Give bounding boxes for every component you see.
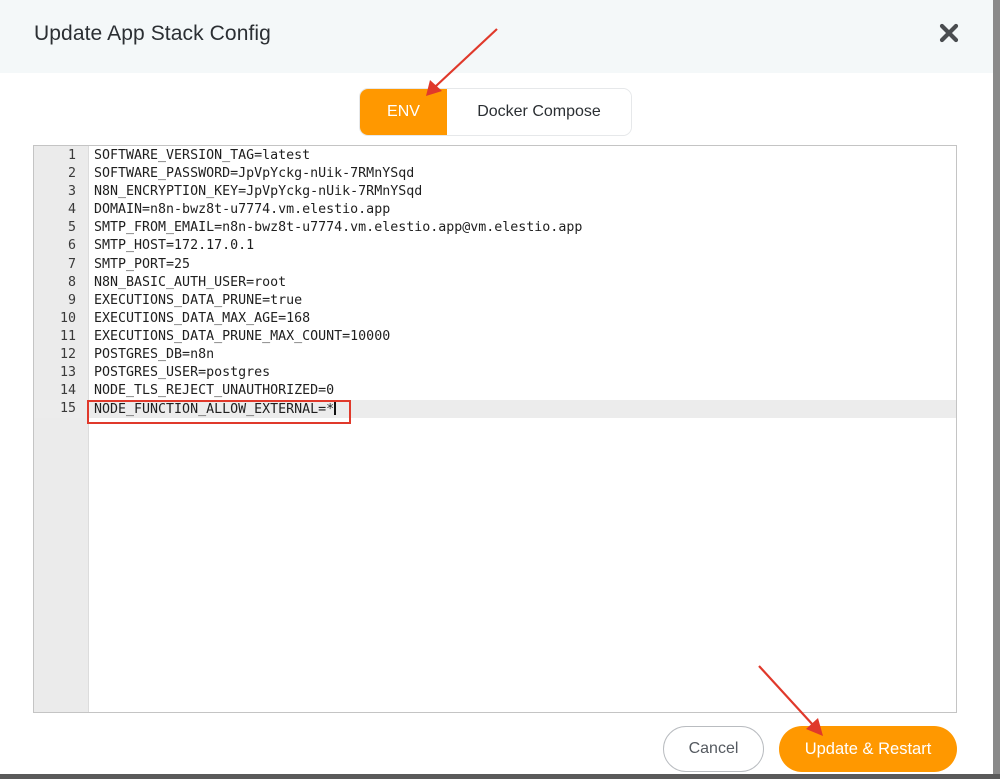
line-number: 2	[67, 166, 76, 182]
line-text: SMTP_FROM_EMAIL=n8n-bwz8t-u7774.vm.elest…	[94, 220, 583, 236]
update-restart-button[interactable]: Update & Restart	[779, 726, 957, 772]
line-number: 8	[67, 274, 76, 290]
config-tabs: ENV Docker Compose	[359, 88, 632, 136]
editor-line: 3 N8N_ENCRYPTION_KEY=JpVpYckg-nUik-7RMnYS…	[34, 183, 956, 201]
editor-line: 7 SMTP_PORT=25	[34, 256, 956, 274]
line-number: 6	[67, 238, 76, 254]
env-code-editor[interactable]: 1 SOFTWARE_VERSION_TAG=latest 2 SOFTWARE_P…	[33, 145, 957, 713]
editor-line: 6 SMTP_HOST=172.17.0.1	[34, 237, 956, 255]
tab-docker-compose[interactable]: Docker Compose	[447, 89, 631, 135]
line-text: SOFTWARE_PASSWORD=JpVpYckg-nUik-7RMnYSqd	[94, 166, 415, 182]
cancel-button[interactable]: Cancel	[663, 726, 764, 772]
editor-line: 2 SOFTWARE_PASSWORD=JpVpYckg-nUik-7RMnYSq…	[34, 165, 956, 183]
line-text: NODE_FUNCTION_ALLOW_EXTERNAL=*	[94, 402, 335, 418]
line-text: SMTP_PORT=25	[94, 256, 191, 272]
line-number: 7	[67, 256, 76, 272]
line-number: 1	[67, 148, 76, 163]
close-icon	[939, 23, 959, 43]
line-text: DOMAIN=n8n-bwz8t-u7774.vm.elestio.app	[94, 202, 391, 218]
line-text: NODE_TLS_REJECT_UNAUTHORIZED=0	[94, 383, 335, 399]
line-text: N8N_BASIC_AUTH_USER=root	[94, 274, 287, 290]
line-number: 4	[67, 202, 76, 218]
line-text: SOFTWARE_VERSION_TAG=latest	[94, 148, 311, 163]
line-number: 10	[59, 310, 76, 326]
dialog-header: Update App Stack Config	[0, 0, 993, 73]
editor-line: 5 SMTP_FROM_EMAIL=n8n-bwz8t-u7774.vm.eles…	[34, 219, 956, 237]
dialog-title: Update App Stack Config	[34, 22, 271, 45]
editor-line: 9 EXECUTIONS_DATA_PRUNE=true	[34, 292, 956, 310]
line-number: 5	[67, 220, 76, 236]
editor-line: 1 SOFTWARE_VERSION_TAG=latest	[34, 147, 956, 165]
line-number: 3	[67, 184, 76, 200]
editor-line: 11 EXECUTIONS_DATA_PRUNE_MAX_COUNT=10000	[34, 328, 956, 346]
line-text-with-cursor: NODE_FUNCTION_ALLOW_EXTERNAL=*	[94, 400, 336, 419]
line-number: 12	[59, 347, 76, 363]
window-edge	[0, 774, 1000, 779]
line-text: POSTGRES_DB=n8n	[94, 347, 215, 363]
line-number-gutter	[34, 146, 89, 712]
editor-line: 13 POSTGRES_USER=postgres	[34, 364, 956, 382]
editor-line: 10 EXECUTIONS_DATA_MAX_AGE=168	[34, 310, 956, 328]
tab-env[interactable]: ENV	[360, 89, 447, 135]
editor-line: 14 NODE_TLS_REJECT_UNAUTHORIZED=0	[34, 382, 956, 400]
line-number: 11	[59, 328, 76, 344]
text-cursor	[334, 400, 336, 416]
line-text: SMTP_HOST=172.17.0.1	[94, 238, 255, 254]
editor-line: 12 POSTGRES_DB=n8n	[34, 346, 956, 364]
line-number: 15	[59, 401, 76, 417]
line-number: 13	[59, 365, 76, 381]
editor-line: 4 DOMAIN=n8n-bwz8t-u7774.vm.elestio.app	[34, 201, 956, 219]
line-number: 9	[67, 292, 76, 308]
line-text: N8N_ENCRYPTION_KEY=JpVpYckg-nUik-7RMnYSq…	[94, 184, 423, 200]
editor-lines: 1 SOFTWARE_VERSION_TAG=latest 2 SOFTWARE_P…	[34, 147, 956, 419]
line-number: 14	[59, 383, 76, 399]
line-text: EXECUTIONS_DATA_PRUNE=true	[94, 292, 303, 308]
window-edge	[993, 0, 1000, 779]
line-text: EXECUTIONS_DATA_PRUNE_MAX_COUNT=10000	[94, 328, 391, 344]
editor-line: 8 N8N_BASIC_AUTH_USER=root	[34, 274, 956, 292]
line-text: EXECUTIONS_DATA_MAX_AGE=168	[94, 310, 311, 326]
editor-line-active: 15 NODE_FUNCTION_ALLOW_EXTERNAL=*	[34, 400, 956, 419]
line-text: POSTGRES_USER=postgres	[94, 365, 271, 381]
close-button[interactable]	[936, 20, 962, 46]
